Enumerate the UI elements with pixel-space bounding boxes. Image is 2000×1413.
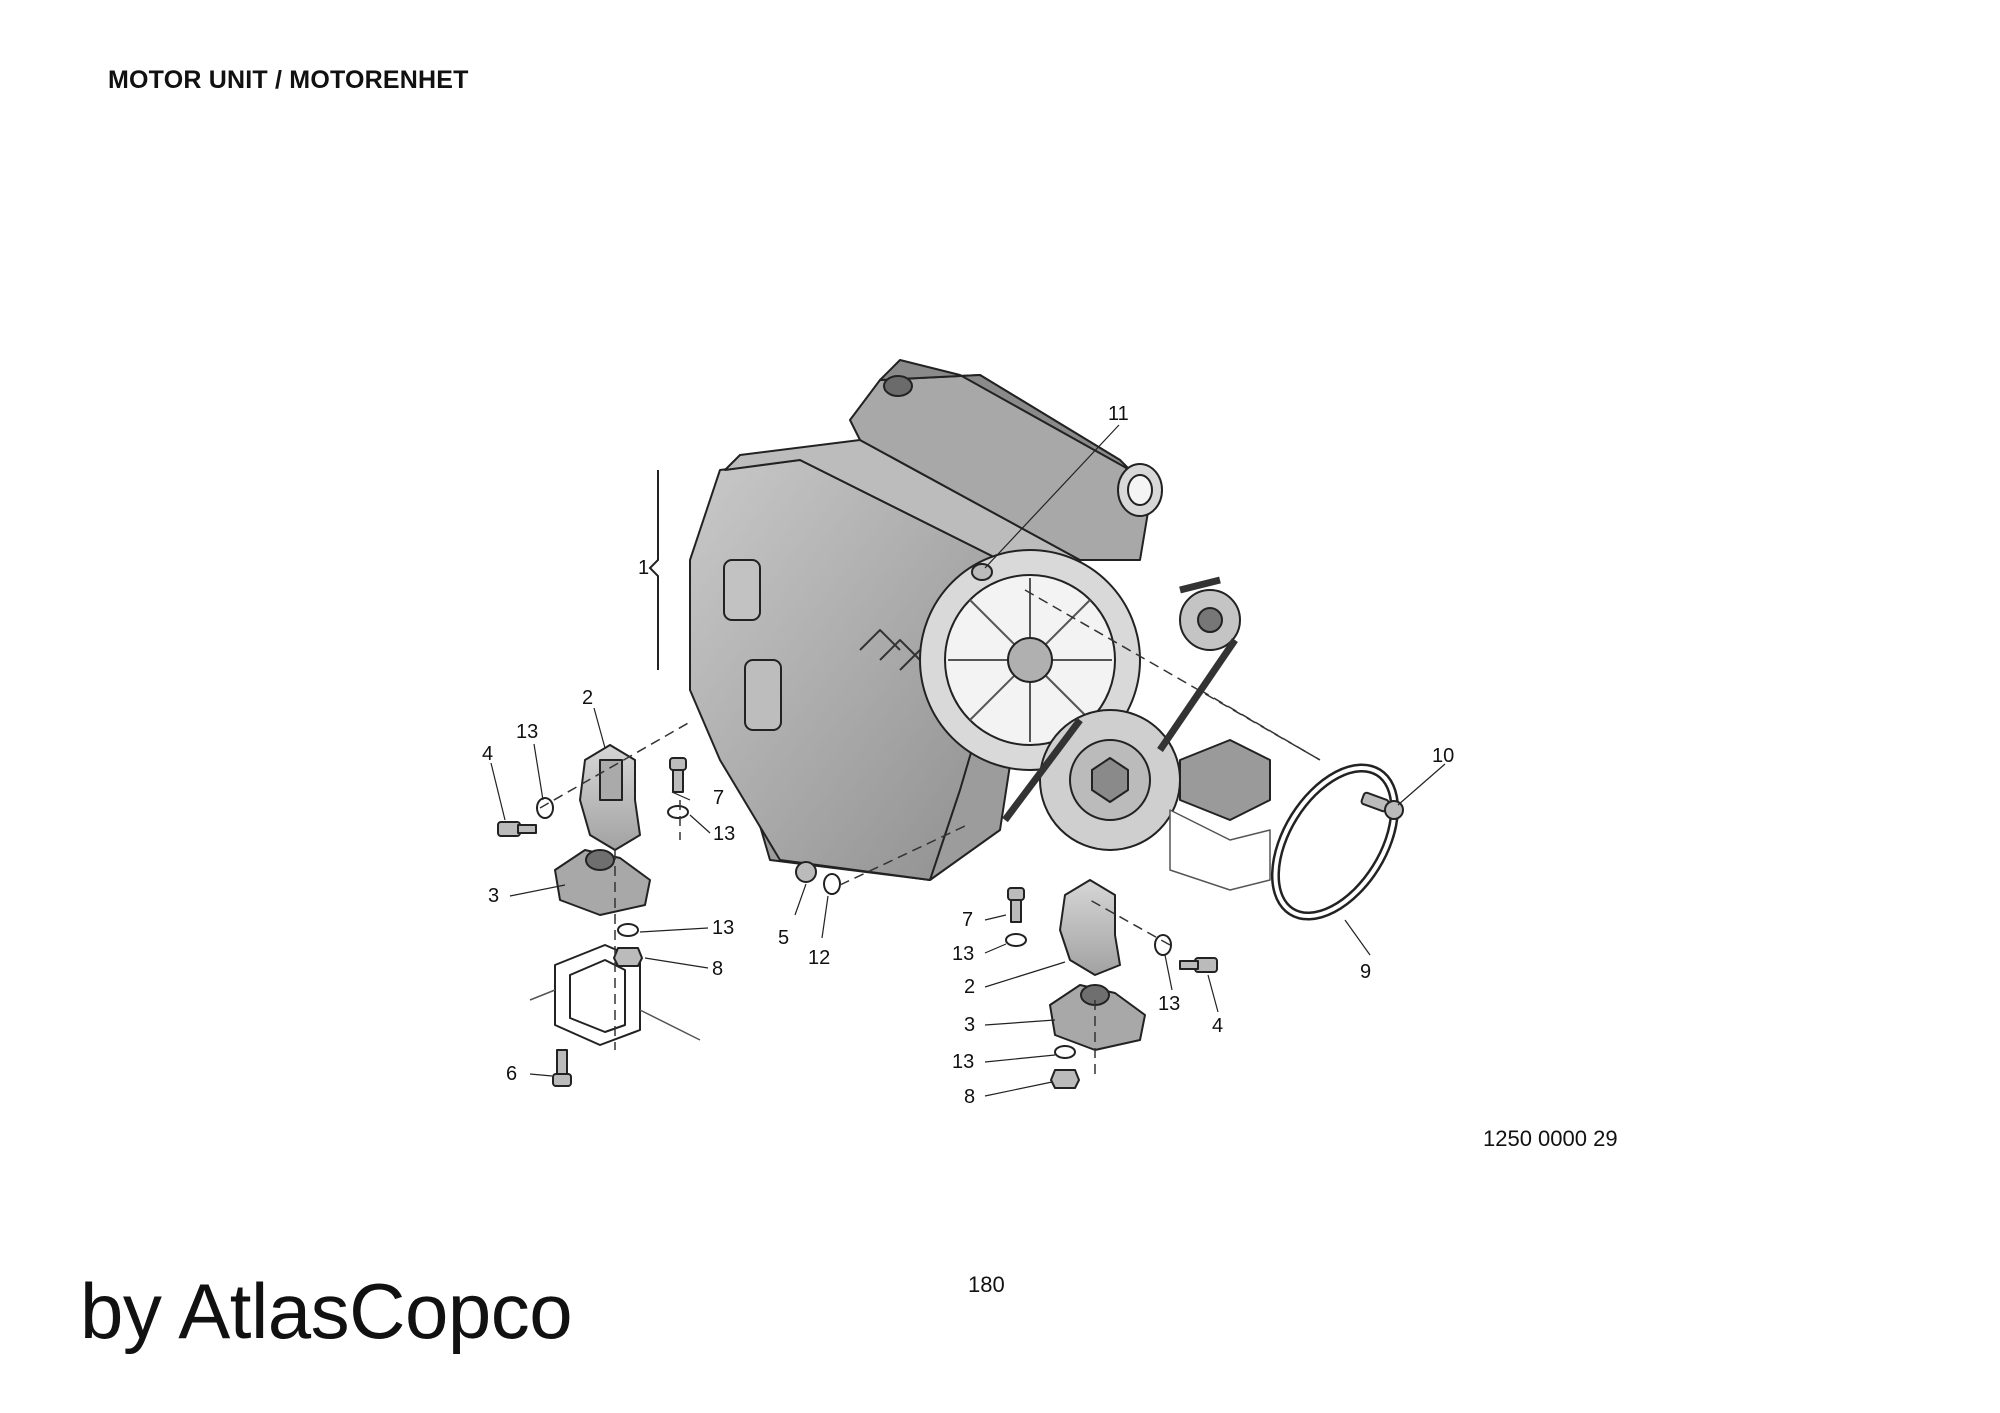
callout-4-left: 4: [482, 743, 493, 765]
right-washer-13a: [1154, 934, 1172, 956]
left-washer-13b: [667, 805, 689, 819]
clamp-bolt-part-10: [1360, 791, 1404, 820]
hose-clamp-assembly: [1024, 589, 1404, 921]
page-number: 180: [968, 1272, 1005, 1297]
right-bolt-part-7: [1007, 887, 1025, 923]
left-bolt-part-4: [497, 821, 537, 837]
left-nut-part-8: [613, 947, 643, 967]
drawing-number: 1250 0000 29: [1483, 1126, 1618, 1151]
page-title: MOTOR UNIT / MOTORENHET: [108, 66, 469, 94]
oil-filler-cap: [883, 375, 913, 397]
left-mount-assembly: [497, 721, 701, 1087]
brand-watermark: by AtlasCopco: [80, 1267, 573, 1355]
callout-13-right-b: 13: [952, 1051, 974, 1073]
callout-9: 9: [1360, 961, 1371, 983]
left-bolt-part-6: [552, 1049, 572, 1087]
washer-part-12: [823, 873, 841, 895]
right-nut-part-8: [1050, 1069, 1080, 1089]
callout-leaders: [490, 424, 1446, 1097]
callout-3-right: 3: [964, 1014, 975, 1036]
part-1-bracket: [648, 470, 659, 670]
left-bolt-part-7: [669, 757, 687, 793]
callout-7-right: 7: [962, 909, 973, 931]
oil-filter: [723, 559, 761, 621]
callout-6: 6: [506, 1063, 517, 1085]
callout-11: 11: [1108, 403, 1129, 425]
callout-2-left: 2: [582, 687, 593, 709]
nut-part-5: [795, 861, 817, 883]
engine-assembly: [689, 359, 1271, 891]
callout-13-left-b: 13: [713, 823, 735, 845]
callout-12: 12: [808, 947, 830, 969]
right-washer-13b: [1005, 933, 1027, 947]
callout-13-left-a: 13: [516, 721, 538, 743]
callout-13-left-c: 13: [712, 917, 734, 939]
callout-7-left: 7: [713, 787, 724, 809]
callout-13-right-a: 13: [952, 943, 974, 965]
callout-8-right: 8: [964, 1086, 975, 1108]
callout-8-left: 8: [712, 958, 723, 980]
right-mount-bracket: [1059, 879, 1121, 976]
callout-10: 10: [1432, 745, 1454, 767]
callout-4-right: 4: [1212, 1015, 1223, 1037]
left-washer-13a: [536, 797, 554, 819]
callout-2-right: 2: [964, 976, 975, 998]
right-washer-13c: [1054, 1045, 1076, 1059]
callout-labels: 1 11 2 13 4 7 13 3 13 8 6 5 12 10 9 7 13…: [482, 403, 1454, 1108]
callout-13-right-c: 13: [1158, 993, 1180, 1015]
drive-belts: [1002, 576, 1238, 823]
left-washer-13c: [617, 923, 639, 937]
right-bolt-part-4: [1179, 957, 1218, 973]
callout-5: 5: [778, 927, 789, 949]
callout-1: 1: [638, 557, 649, 579]
callout-3-left: 3: [488, 885, 499, 907]
right-mount-assembly: [795, 825, 1218, 1089]
part-11-fastener: [971, 563, 993, 581]
rear-engine-mount-right: [1179, 739, 1271, 821]
